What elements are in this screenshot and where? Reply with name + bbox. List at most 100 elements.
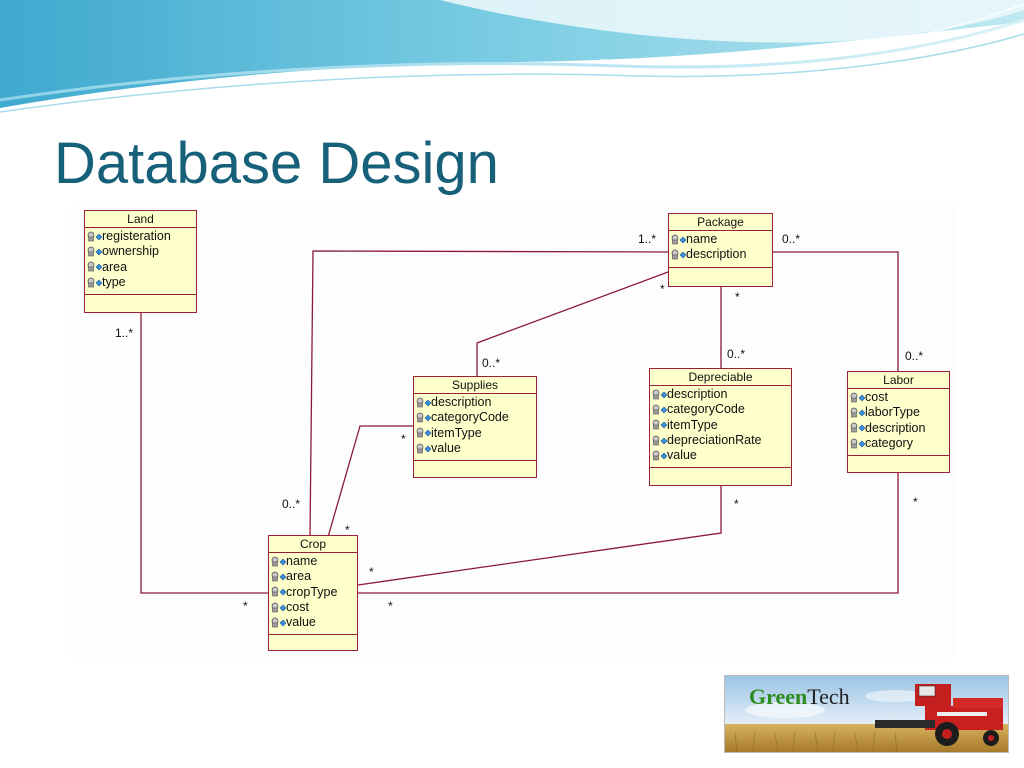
attribute-row: description (850, 421, 947, 436)
multiplicity-label: * (243, 599, 248, 613)
attribute-row: cost (850, 390, 947, 405)
attribute-label: cropType (286, 584, 338, 599)
attribute-row: laborType (850, 405, 947, 420)
class-name: Labor (848, 372, 949, 389)
class-labor[interactable]: Labor cost laborType description categor… (847, 371, 950, 473)
attribute-icon (87, 231, 103, 243)
attribute-row: ownership (87, 244, 194, 259)
association-package-supplies (476, 271, 669, 377)
attribute-label: category (865, 435, 913, 450)
attribute-row: area (271, 569, 355, 584)
multiplicity-label: * (369, 565, 374, 579)
attribute-icon (271, 586, 287, 598)
class-depreciable[interactable]: Depreciable description categoryCode ite… (649, 368, 792, 486)
attribute-row: description (652, 387, 789, 402)
attribute-icon (652, 450, 668, 462)
attribute-icon (671, 249, 687, 261)
multiplicity-label: 1..* (115, 326, 134, 340)
attribute-row: type (87, 275, 194, 290)
attribute-icon (416, 443, 432, 455)
multiplicity-label: * (388, 599, 393, 613)
multiplicity-label: 0..* (782, 232, 801, 246)
attribute-label: area (286, 569, 312, 584)
attribute-label: ownership (102, 244, 159, 259)
attribute-icon (271, 571, 287, 583)
attribute-label: categoryCode (431, 410, 509, 425)
multiplicity-label: * (345, 523, 350, 537)
attribute-icon (850, 438, 866, 450)
attribute-label: type (102, 274, 126, 289)
attribute-label: cost (865, 390, 888, 404)
slide-title: Database Design (54, 131, 499, 196)
attribute-icon (850, 392, 866, 404)
attribute-row: value (271, 615, 355, 630)
attribute-icon (652, 435, 668, 447)
attribute-icon (671, 234, 687, 246)
association-labor-crop (358, 472, 899, 594)
attribute-row: depreciationRate (652, 433, 789, 448)
attribute-label: description (667, 387, 728, 401)
attribute-label: cost (286, 599, 309, 614)
attribute-icon (416, 397, 432, 409)
attribute-label: itemType (667, 417, 718, 432)
class-supplies[interactable]: Supplies description categoryCode itemTy… (413, 376, 537, 478)
attribute-row: categoryCode (416, 410, 534, 425)
class-name: Land (85, 211, 196, 228)
attribute-label: name (286, 554, 318, 568)
attribute-label: area (102, 259, 128, 274)
logo-artwork (725, 676, 1008, 752)
attribute-icon (271, 617, 287, 629)
multiplicity-label: * (913, 495, 918, 509)
greentech-logo: GreenTech (724, 675, 1009, 753)
class-name: Crop (269, 536, 357, 553)
multiplicity-label: * (401, 432, 406, 446)
class-package[interactable]: Package name description (668, 213, 773, 287)
attribute-row: cost (271, 600, 355, 615)
logo-brand-text: GreenTech (749, 684, 850, 710)
multiplicity-label: * (734, 497, 739, 511)
attribute-row: name (671, 232, 770, 247)
attribute-icon (652, 389, 668, 401)
attribute-icon (652, 419, 668, 431)
attribute-icon (850, 407, 866, 419)
attribute-row: value (652, 448, 789, 463)
attribute-icon (87, 246, 103, 258)
attribute-row: registeration (87, 229, 194, 244)
attribute-row: description (416, 395, 534, 410)
attribute-row: value (416, 441, 534, 456)
attribute-row: itemType (652, 418, 789, 433)
attribute-label: itemType (431, 425, 482, 440)
attribute-label: laborType (865, 405, 920, 420)
attribute-icon (416, 412, 432, 424)
attribute-label: description (686, 247, 747, 262)
attribute-icon (87, 277, 103, 289)
attribute-row: cropType (271, 585, 355, 600)
attribute-label: depreciationRate (667, 432, 762, 447)
class-crop[interactable]: Crop name area cropType cost value (268, 535, 358, 651)
attribute-icon (850, 422, 866, 434)
attribute-icon (271, 556, 287, 568)
multiplicity-label: 0..* (727, 347, 746, 361)
class-land[interactable]: Land registeration ownership area type (84, 210, 197, 313)
multiplicity-label: 0..* (482, 356, 501, 370)
association-supplies-crop (327, 425, 413, 538)
class-name: Supplies (414, 377, 536, 394)
attribute-row: categoryCode (652, 402, 789, 417)
association-package-crop (309, 250, 669, 538)
multiplicity-label: 0..* (905, 349, 924, 363)
header-wave-decoration (0, 0, 1024, 113)
attribute-row: category (850, 436, 947, 451)
attribute-row: name (271, 554, 355, 569)
uml-class-diagram: Land registeration ownership area type P… (70, 205, 956, 657)
association-lines (140, 250, 899, 594)
attribute-row: itemType (416, 426, 534, 441)
association-land-crop (140, 312, 268, 594)
multiplicity-label: * (735, 290, 740, 304)
logo-brand-green: Green (749, 684, 808, 709)
attribute-label: name (686, 232, 718, 246)
attribute-label: description (431, 395, 492, 409)
attribute-row: description (671, 247, 770, 262)
multiplicity-label: 1..* (638, 232, 657, 246)
attribute-icon (652, 404, 668, 416)
attribute-label: categoryCode (667, 402, 745, 417)
